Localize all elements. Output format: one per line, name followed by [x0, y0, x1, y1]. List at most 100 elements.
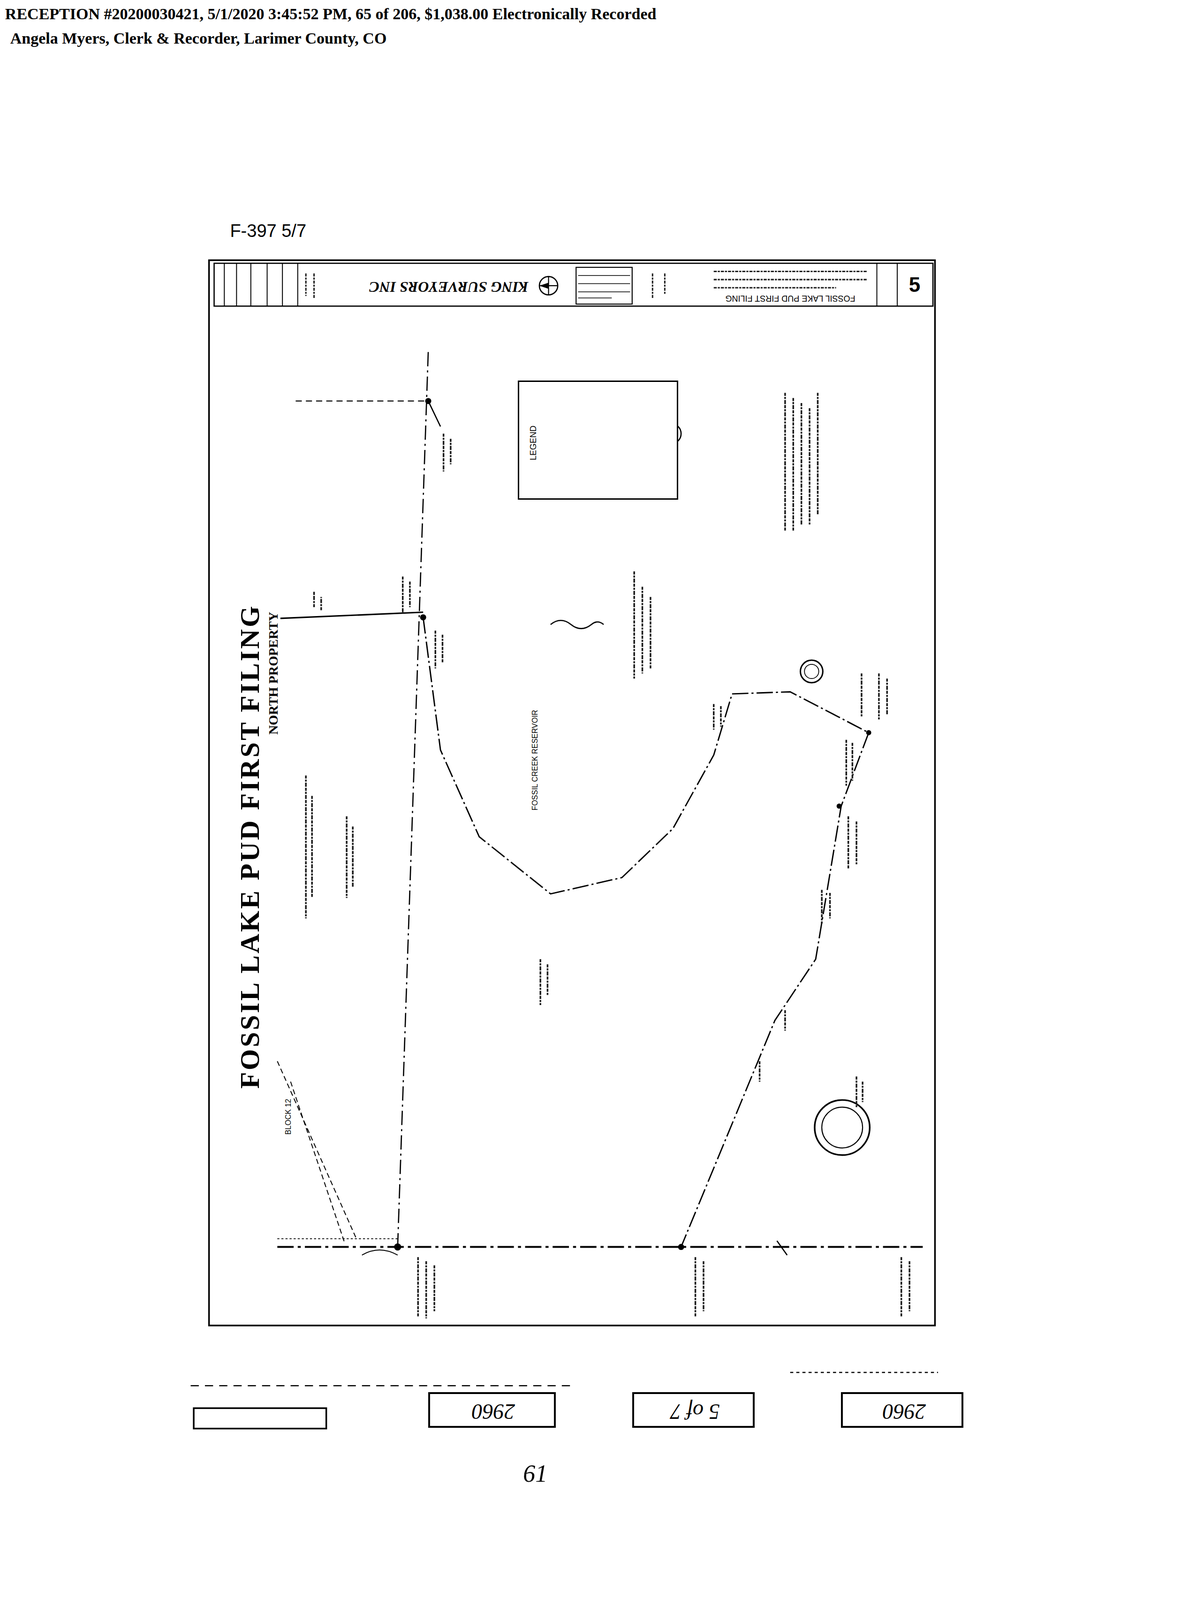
sheet-number: 5 [908, 272, 921, 296]
text-mark [758, 1060, 761, 1082]
text-mark [442, 433, 445, 471]
north-circle [539, 276, 558, 295]
text-mark [345, 816, 348, 898]
revision-lines [578, 275, 631, 298]
text-mark [847, 816, 849, 870]
north-head [539, 282, 549, 289]
text-mark [649, 596, 651, 668]
text-mark [861, 1081, 863, 1102]
text-mark [433, 1264, 435, 1311]
text-mark [784, 1009, 786, 1030]
stamp-rule [790, 1371, 939, 1373]
text-mark [417, 1256, 419, 1316]
water-symbol [550, 620, 604, 629]
plat-title: FOSSIL LAKE PUD FIRST FILING [234, 604, 265, 1089]
text-mark [651, 273, 654, 298]
text-mark [817, 392, 819, 515]
north-cross [539, 276, 558, 295]
block-label: BLOCK 12 [284, 1098, 293, 1135]
sheet-frame [209, 260, 936, 1325]
seals [660, 423, 871, 1155]
break-mark [777, 1240, 788, 1255]
text-mark [845, 739, 848, 786]
title-strip [214, 263, 934, 306]
text-mark [441, 634, 444, 664]
rule [578, 283, 631, 285]
text-mark [860, 673, 863, 716]
rule [578, 274, 631, 276]
text-mark [351, 826, 354, 888]
divider [876, 263, 878, 306]
recording-stamp: RECEPTION #20200030421, 5/1/2020 3:45:52… [5, 5, 657, 23]
text-mark [539, 958, 541, 1005]
stamp-rule [190, 1384, 572, 1386]
monument [836, 803, 842, 809]
monument [420, 613, 427, 621]
text-mark [851, 742, 854, 780]
divider [250, 263, 252, 306]
text-mark [694, 1256, 697, 1316]
fax-header: F-397 5/7 [229, 221, 307, 242]
text-mark [310, 795, 313, 898]
boundary-line [295, 400, 429, 402]
drawing-number-stamp: 2960 [428, 1391, 556, 1428]
text-mark [908, 1260, 910, 1311]
boundary-line [428, 401, 441, 427]
text-mark [900, 1256, 902, 1316]
text-mark [641, 586, 644, 674]
text-mark [546, 963, 549, 995]
text-mark [713, 270, 867, 273]
detail-circle [800, 659, 824, 683]
title-block-name: FOSSIL LAKE PUD FIRST FILING [725, 293, 856, 303]
surveyor-seal-inner [821, 1106, 863, 1148]
text-mark [878, 673, 880, 720]
curve-line [362, 1249, 398, 1255]
water-body-name: FOSSIL CREEK RESERVOIR [531, 709, 540, 810]
text-mark [313, 273, 315, 298]
monument [866, 729, 872, 735]
monuments [393, 397, 871, 1250]
page-number: 61 [522, 1460, 548, 1487]
stamp-text: 5 of 7 [670, 1399, 720, 1424]
monument [678, 1243, 685, 1250]
rule [578, 297, 613, 299]
boundary-line [280, 612, 424, 619]
text-mark [829, 892, 831, 918]
text-mark [784, 392, 786, 531]
text-mark [713, 278, 867, 281]
section-line [397, 351, 429, 1247]
divider [297, 263, 299, 306]
revision-box [575, 267, 633, 304]
stamp-text: 2960 [882, 1399, 926, 1424]
text-mark [719, 705, 722, 727]
text-mark [320, 596, 322, 610]
surveyor-seal [814, 1099, 870, 1155]
stamp-box [193, 1407, 327, 1428]
title-strip-dividers [224, 263, 898, 306]
stamp-text: 2960 [471, 1399, 515, 1424]
divider [235, 263, 237, 306]
illegible-annotations [305, 392, 910, 1318]
text-mark [712, 703, 715, 730]
divider [281, 263, 283, 306]
text-mark [855, 821, 857, 866]
surveyor-name: KING SURVEYORS INC [369, 278, 529, 295]
legend-box: LEGEND [517, 380, 678, 500]
text-mark [855, 1075, 857, 1107]
monument [425, 397, 432, 404]
property-boundary [423, 617, 869, 1247]
divider [896, 263, 898, 306]
lot-line [277, 1237, 400, 1239]
block-12-lines [277, 1060, 357, 1243]
legend-heading: LEGEND [529, 425, 539, 461]
text-mark [449, 438, 452, 464]
text-mark [313, 591, 315, 607]
monument [393, 1242, 402, 1250]
text-mark [304, 775, 307, 918]
north-arrow [539, 276, 558, 295]
text-mark [633, 571, 635, 679]
text-mark [702, 1260, 704, 1311]
text-mark [820, 889, 823, 924]
text-mark [792, 397, 795, 531]
